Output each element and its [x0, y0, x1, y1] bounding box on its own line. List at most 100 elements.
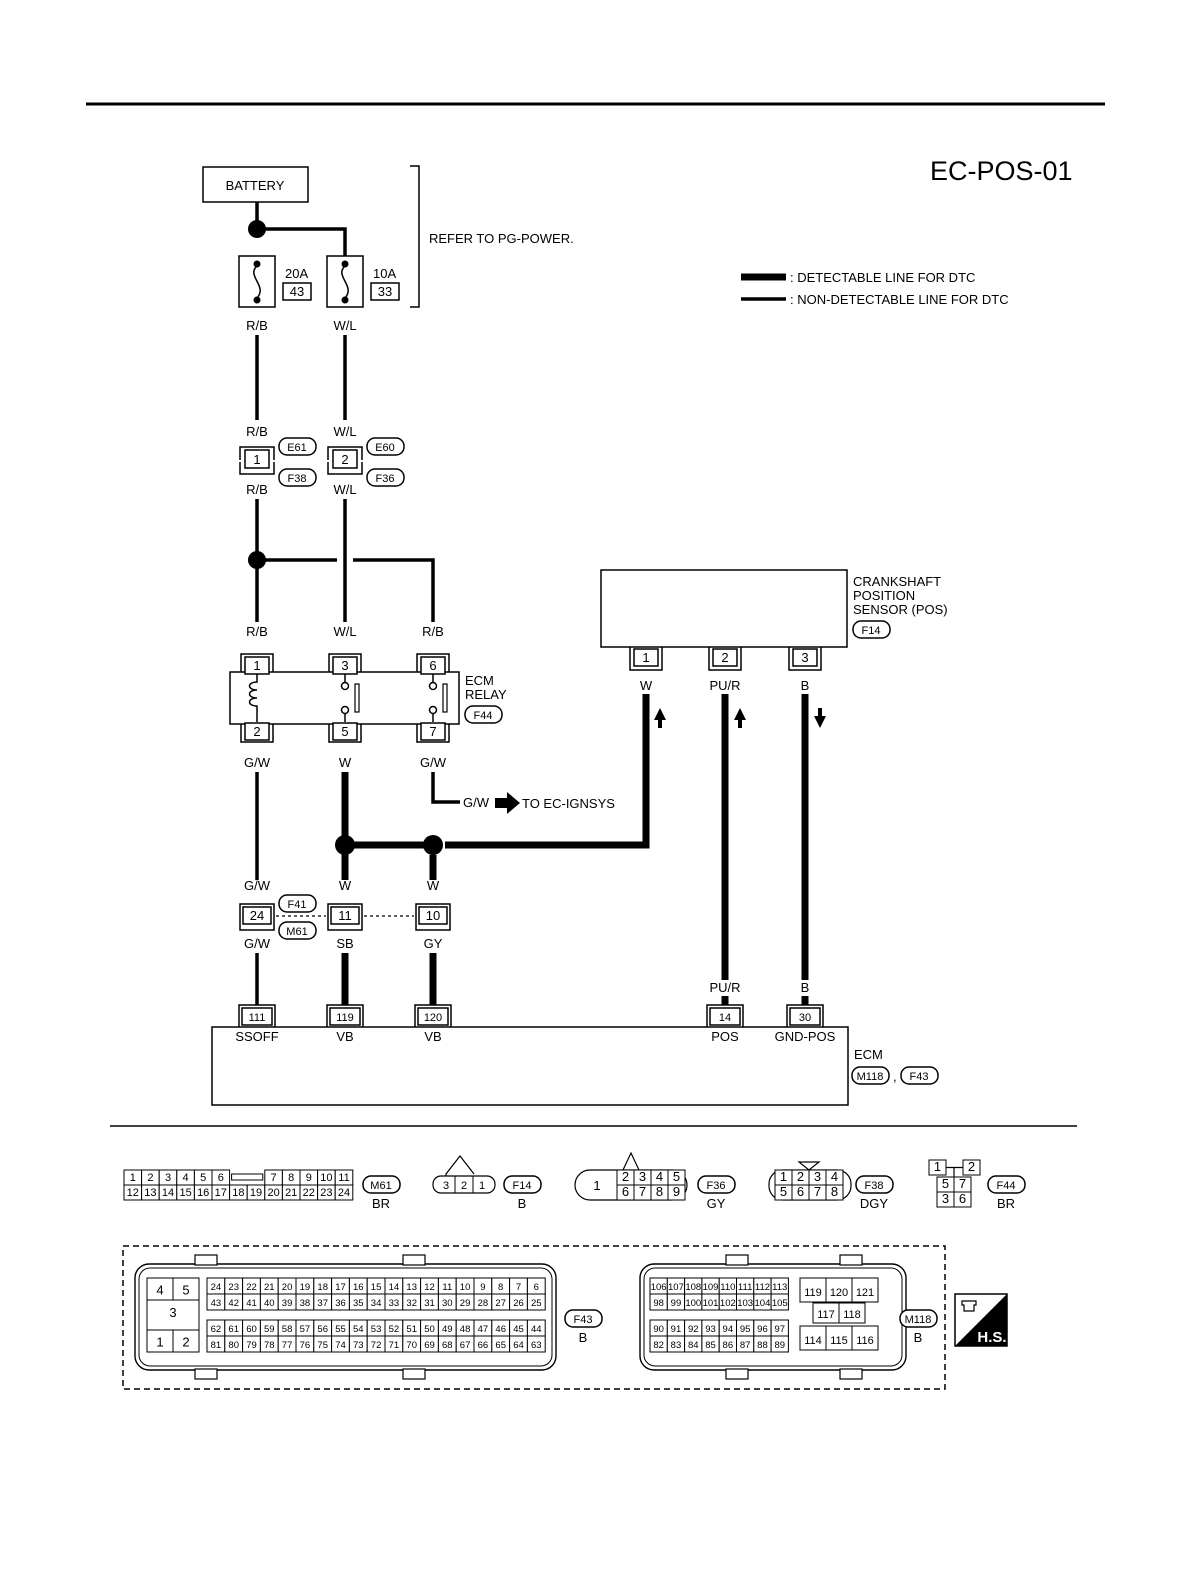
cv-tag-f36: F36 — [707, 1180, 726, 1192]
f43-pin-17: 17 — [335, 1282, 346, 1293]
tag-f36: F36 — [376, 473, 395, 485]
f43-pin-58: 58 — [282, 1324, 293, 1335]
m61-pin-17: 17 — [215, 1187, 227, 1199]
joint-f41-pin-24: 24 — [239, 903, 275, 931]
f38-key-icon — [797, 1161, 821, 1171]
svg-text:119: 119 — [336, 1012, 354, 1024]
svg-text:1: 1 — [642, 650, 649, 665]
wire-label-gw-1: G/W — [244, 755, 271, 770]
ecm-box — [211, 1026, 849, 1106]
cv-tag-f43-box — [564, 1309, 603, 1328]
wire-gw-to-ignsys — [431, 772, 460, 804]
ecm-relay-label-2: RELAY — [465, 687, 507, 702]
ecm-pin-120: 120 VB — [414, 1004, 452, 1044]
m61-pin-11: 11 — [338, 1172, 349, 1184]
legend-non-detectable: : NON-DETECTABLE LINE FOR DTC — [790, 292, 1009, 307]
m61-pin-19: 19 — [250, 1187, 262, 1199]
f38-pin-5: 5 — [780, 1184, 787, 1199]
fuse-33-number: 33 — [378, 284, 392, 299]
wire-label-wl-1: W/L — [333, 318, 356, 333]
f43-pin-51: 51 — [406, 1324, 417, 1335]
f43-pin-79: 79 — [246, 1340, 257, 1351]
svg-text:VB: VB — [336, 1029, 353, 1044]
m118-pin-98: 98 — [653, 1298, 664, 1309]
ecm-connector-comma: , — [893, 1069, 897, 1084]
f14-pin-3: 3 — [443, 1180, 449, 1192]
relay-pin-2: 2 — [240, 722, 274, 743]
f43-block-outline — [146, 1277, 200, 1353]
f44-pin-5: 5 — [942, 1176, 949, 1191]
m118-pin-105-cell — [770, 1293, 789, 1311]
f43-pin-52: 52 — [389, 1324, 400, 1335]
tag-e61-box — [278, 437, 317, 456]
f36-key-icon — [622, 1151, 640, 1171]
relay-pin-5: 5 — [328, 722, 362, 743]
cv-tag-f44-box — [987, 1175, 1026, 1194]
m61-pin-21: 21 — [285, 1187, 297, 1199]
arrow-to-ignsys — [495, 792, 520, 814]
m118-pin-120-cell — [825, 1277, 853, 1303]
f43-latch-0 — [194, 1254, 218, 1266]
f38-pin-1: 1 — [780, 1169, 787, 1184]
f43-pin-10: 10 — [460, 1282, 471, 1293]
f43-pin-63: 63 — [531, 1340, 542, 1351]
f43-pin-81: 81 — [211, 1340, 222, 1351]
f43-pin-12: 12 — [424, 1282, 435, 1293]
f44-pin-6: 6 — [959, 1191, 966, 1206]
wire-label-wl-2: W/L — [333, 424, 356, 439]
f43-pin-37: 37 — [317, 1298, 328, 1309]
tag-f43-box — [900, 1066, 939, 1085]
m118-pin-93: 93 — [705, 1324, 716, 1335]
battery-label: BATTERY — [226, 178, 285, 193]
f36-pin-8: 8 — [656, 1184, 663, 1199]
wire-label-b-ecm: B — [801, 980, 810, 995]
m118-pin-107: 107 — [668, 1282, 684, 1293]
f38-pin-4: 4 — [831, 1169, 838, 1184]
m118-pin-112: 112 — [755, 1282, 770, 1293]
f43-pin-11: 11 — [442, 1282, 452, 1293]
svg-text:30: 30 — [799, 1012, 811, 1024]
wire-label-rb-1: R/B — [246, 318, 268, 333]
tag-m118-box — [851, 1066, 890, 1085]
f43-pin-66: 66 — [478, 1340, 489, 1351]
f43-pin-34: 34 — [371, 1298, 382, 1309]
m61-pin-14: 14 — [162, 1187, 174, 1199]
f43-shell-inner — [138, 1267, 553, 1367]
m61-pin-3: 3 — [165, 1172, 171, 1184]
cv-tag-f38: F38 — [865, 1180, 884, 1192]
f43-pin-50: 50 — [424, 1324, 435, 1335]
f36-pin-1: 1 — [593, 1178, 600, 1193]
m61-pin-7: 7 — [271, 1172, 277, 1184]
f43-pin-54: 54 — [353, 1324, 364, 1335]
m61-pin-24-cell — [334, 1184, 354, 1201]
sensor-pin-3: 3 — [788, 647, 822, 671]
wire-label-rb-4: R/B — [246, 624, 268, 639]
f43-pin-9: 9 — [480, 1282, 485, 1293]
f43-pin-13: 13 — [406, 1282, 417, 1293]
svg-text:10: 10 — [426, 908, 440, 923]
m118-pin-92: 92 — [688, 1324, 699, 1335]
tag-f44-relay-box — [464, 705, 503, 724]
cv-tag-f43: F43 — [574, 1314, 593, 1326]
sensor-pin-2: 2 — [708, 647, 742, 671]
f38-pin-6: 6 — [797, 1184, 804, 1199]
f43-pin-80: 80 — [228, 1340, 239, 1351]
wire-label-rb-5: R/B — [422, 624, 444, 639]
f43-pin-30: 30 — [442, 1298, 453, 1309]
f43-pin-65: 65 — [495, 1340, 506, 1351]
svg-text:14: 14 — [719, 1012, 731, 1024]
m118-pin-115: 115 — [830, 1335, 848, 1347]
tag-e60-box — [366, 437, 405, 456]
relay-switch-icon — [340, 674, 448, 722]
svg-text:120: 120 — [424, 1012, 442, 1024]
f44-pin-6-cell — [953, 1191, 972, 1208]
m118-latch-0 — [725, 1254, 749, 1266]
svg-text:3: 3 — [801, 650, 808, 665]
ecm-pin-111: 111 SSOFF — [235, 1004, 279, 1044]
m118-pin-103: 103 — [737, 1298, 753, 1309]
cv-tag-f38-box — [855, 1175, 894, 1194]
m118-pin-109: 109 — [703, 1282, 719, 1293]
m118-pin-99: 99 — [671, 1298, 682, 1309]
refer-bracket — [410, 165, 420, 308]
